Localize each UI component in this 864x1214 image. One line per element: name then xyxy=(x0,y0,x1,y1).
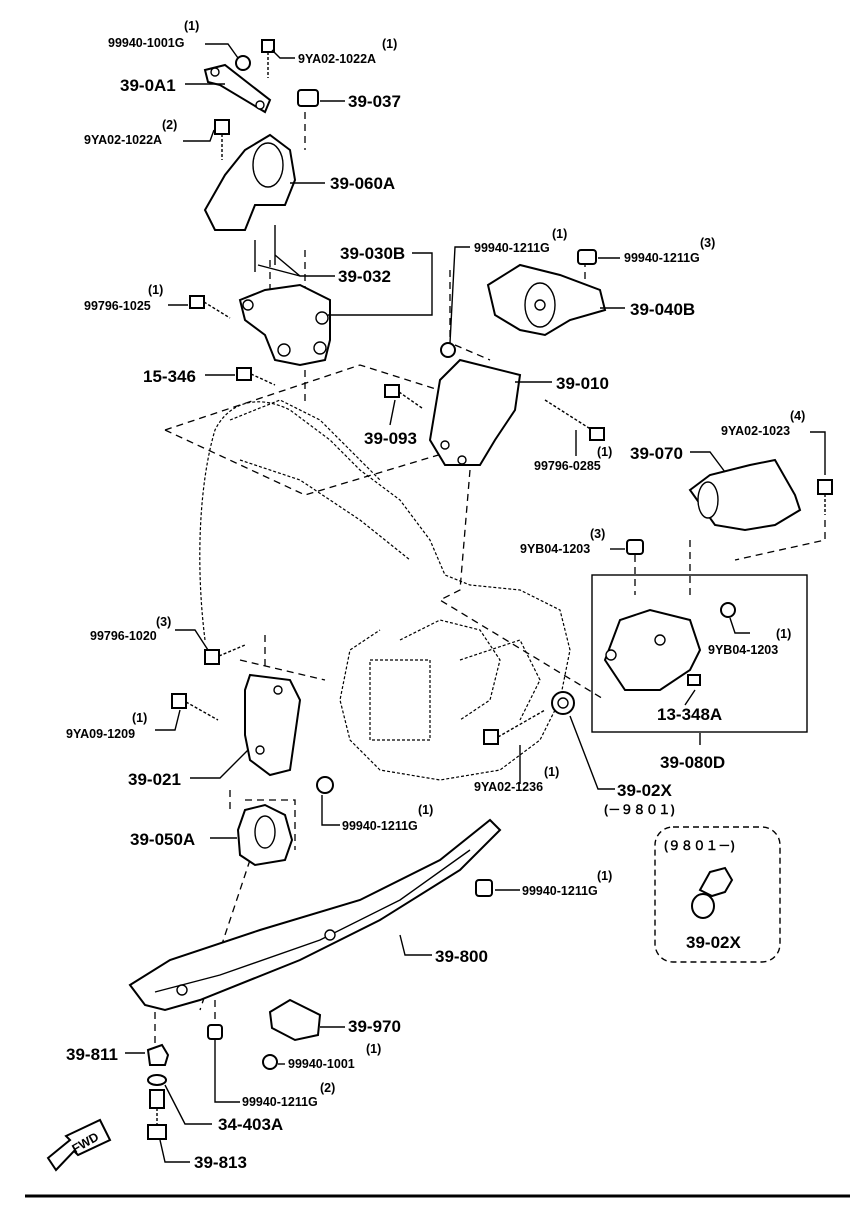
code-f7: 99796-0285 xyxy=(534,459,601,473)
bracket-39-970-shape xyxy=(268,998,322,1042)
qty-f13: (1) xyxy=(544,765,559,779)
code-f2: 9YA02-1022A xyxy=(298,52,376,66)
qty-f8: (4) xyxy=(790,409,805,423)
qty-f11: (3) xyxy=(156,615,171,629)
box-39-02X-variant xyxy=(654,826,781,963)
label-34-403A: 34-403A xyxy=(218,1115,283,1134)
label-39-093: 39-093 xyxy=(364,429,417,448)
stopper-39-811-shape xyxy=(146,1043,170,1066)
label-39-032: 39-032 xyxy=(338,267,391,286)
label-39-02X-b: 39-02X xyxy=(686,933,741,952)
mount-39-070-shape xyxy=(688,458,802,532)
bracket-39-030B-shape xyxy=(238,283,331,367)
label-39-010: 39-010 xyxy=(556,374,609,393)
qty-f15: (1) xyxy=(597,869,612,883)
note-39-02X-b: (９８０１－) xyxy=(664,839,735,853)
note-39-02X-a: (－９８０１) xyxy=(604,803,675,817)
label-39-037: 39-037 xyxy=(348,92,401,111)
bracket-39-080D-shape xyxy=(603,608,702,691)
bracket-39-010-shape xyxy=(428,358,522,466)
qty-f7: (1) xyxy=(597,445,612,459)
label-39-02X-a: 39-02X xyxy=(617,781,672,800)
code-f9: 9YB04-1203 xyxy=(520,542,590,556)
code-f10: 9YB04-1203 xyxy=(708,643,778,657)
code-f13: 9YA02-1236 xyxy=(474,780,543,794)
label-39-811: 39-811 xyxy=(66,1045,118,1064)
qty-f17: (2) xyxy=(320,1081,335,1095)
label-39-813: 39-813 xyxy=(194,1153,247,1172)
qty-f10: (1) xyxy=(776,627,791,641)
code-f11: 99796-1020 xyxy=(90,629,157,643)
label-39-040B: 39-040B xyxy=(630,300,695,319)
box-39-080D xyxy=(591,574,808,733)
qty-f3: (2) xyxy=(162,118,177,132)
labels: (1) 99940-1001G (1) 9YA02-1022A 39-0A1 3… xyxy=(66,19,805,1172)
code-f4: 99796-1025 xyxy=(84,299,151,313)
part-shapes xyxy=(25,39,850,1198)
fwd-arrow-icon xyxy=(46,1118,112,1172)
projection-lines xyxy=(154,100,826,1045)
code-f5: 99940-1211G xyxy=(474,241,550,255)
bracket-39-021-shape xyxy=(244,673,302,777)
label-39-070: 39-070 xyxy=(630,444,683,463)
qty-f12: (1) xyxy=(132,711,147,725)
qty-f2: (1) xyxy=(382,37,397,51)
qty-f14: (1) xyxy=(418,803,433,817)
bracket-39-0A1-shape xyxy=(203,63,272,114)
label-39-800: 39-800 xyxy=(435,947,488,966)
code-f6: 99940-1211G xyxy=(624,251,700,265)
qty-f9: (3) xyxy=(590,527,605,541)
label-13-348A: 13-348A xyxy=(657,705,722,724)
crossmember-39-800-shape xyxy=(128,818,502,1012)
code-f1: 99940-1001G xyxy=(108,36,184,50)
code-f8: 9YA02-1023 xyxy=(721,424,790,438)
qty-f4: (1) xyxy=(148,283,163,297)
nut-shape xyxy=(235,55,251,71)
label-39-080D: 39-080D xyxy=(660,753,725,772)
label-39-970: 39-970 xyxy=(348,1017,401,1036)
qty-f1: (1) xyxy=(184,19,199,33)
qty-f6: (3) xyxy=(700,236,715,250)
code-f12: 9YA09-1209 xyxy=(66,727,135,741)
code-f17: 99940-1211G xyxy=(242,1095,318,1109)
label-39-060A: 39-060A xyxy=(330,174,395,193)
code-f3: 9YA02-1022A xyxy=(84,133,162,147)
label-15-346: 15-346 xyxy=(143,367,196,386)
label-39-0A1: 39-0A1 xyxy=(120,76,176,95)
qty-f5: (1) xyxy=(552,227,567,241)
label-39-050A: 39-050A xyxy=(130,830,195,849)
code-f15: 99940-1211G xyxy=(522,884,598,898)
mount-39-060A-shape xyxy=(203,133,297,231)
code-f16: 99940-1001 xyxy=(288,1057,355,1071)
label-39-021: 39-021 xyxy=(128,770,181,789)
code-f14: 99940-1211G xyxy=(342,819,418,833)
label-39-030B: 39-030B xyxy=(340,244,405,263)
leader-lines xyxy=(125,43,826,1163)
qty-f16: (1) xyxy=(366,1042,381,1056)
